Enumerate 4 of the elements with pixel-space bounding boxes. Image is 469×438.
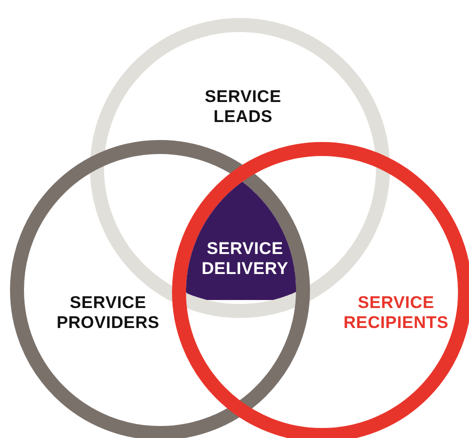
set-label: SERVICE RECIPIENTS <box>342 293 450 333</box>
set-label: SERVICE DELIVERY <box>200 239 290 279</box>
set-label: SERVICE LEADS <box>204 87 282 127</box>
set-label: SERVICE PROVIDERS <box>56 293 160 333</box>
